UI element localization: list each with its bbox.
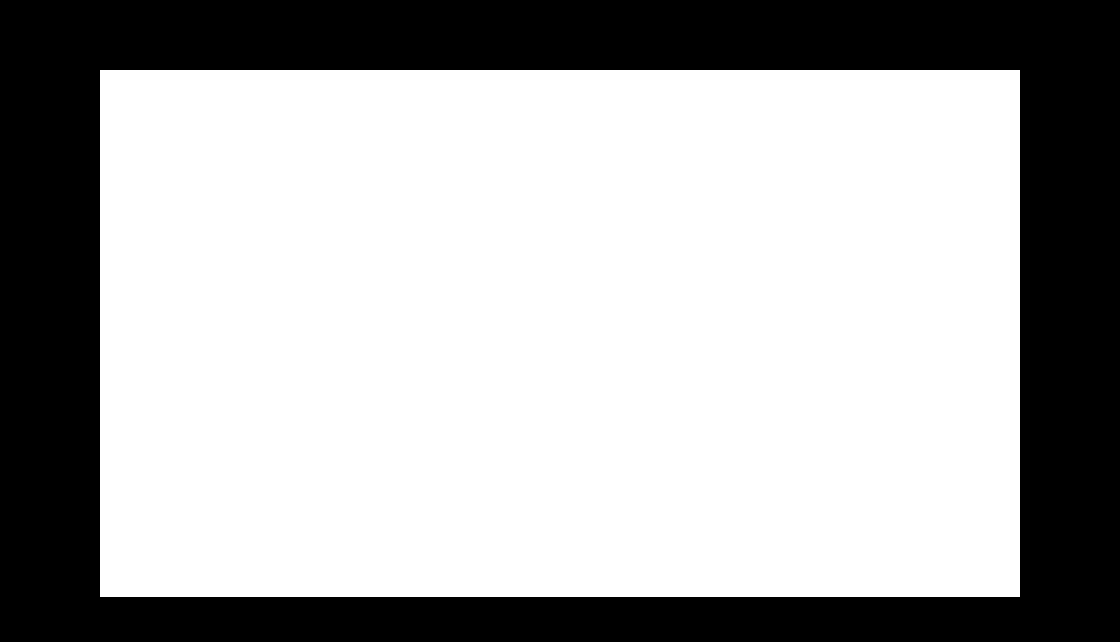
blank-window	[100, 70, 1020, 597]
